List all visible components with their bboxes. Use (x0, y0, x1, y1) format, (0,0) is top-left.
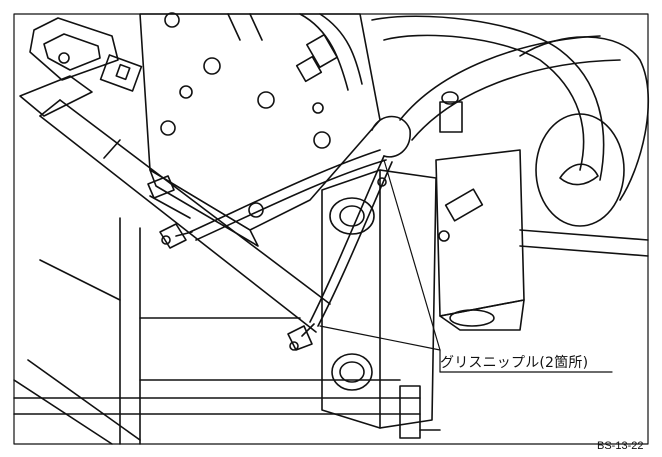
right-unit (435, 91, 649, 331)
main-plate (139, 12, 381, 247)
hose-fittings (147, 33, 338, 199)
grease-nipple-upper (159, 223, 193, 249)
figure-code: BS-13-22 (597, 440, 644, 452)
callout-leader (319, 159, 613, 373)
hoses (299, 13, 650, 227)
diagonal-rod (39, 99, 331, 333)
upper-bracket (19, 17, 143, 117)
grease-nipple-lower (287, 323, 315, 351)
grease-nipple-callout-label: グリスニップル(2箇所) (440, 355, 589, 371)
grease-hoses (149, 149, 393, 327)
lower-frame (13, 217, 421, 445)
